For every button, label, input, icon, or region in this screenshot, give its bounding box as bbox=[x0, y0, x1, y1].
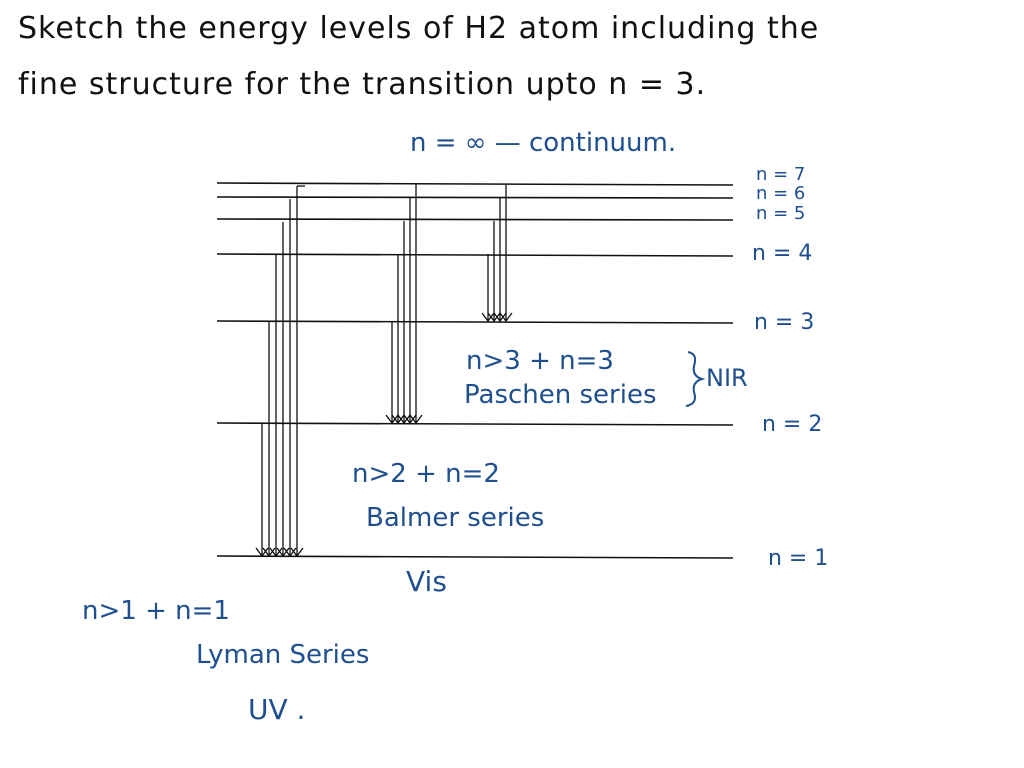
level-label-n6: n = 6 bbox=[756, 183, 806, 204]
level-line-n6 bbox=[216, 196, 734, 199]
level-line-n1 bbox=[216, 555, 734, 559]
balmer-region-label: Vis bbox=[406, 565, 447, 598]
paschen-series-label: Paschen series bbox=[464, 380, 657, 410]
level-line-n7 bbox=[216, 182, 734, 186]
level-label-n2: n = 2 bbox=[762, 412, 823, 437]
level-label-n4: n = 4 bbox=[752, 241, 813, 266]
balmer-series-label: Balmer series bbox=[366, 503, 545, 533]
lyman-series-label: Lyman Series bbox=[196, 640, 370, 670]
balmer-arrows bbox=[385, 184, 423, 425]
lyman-rule: n>1 + n=1 bbox=[82, 596, 230, 626]
level-line-n5 bbox=[216, 218, 734, 221]
paschen-arrows bbox=[481, 185, 513, 323]
level-label-n1: n = 1 bbox=[768, 546, 829, 571]
level-label-n3: n = 3 bbox=[754, 310, 815, 335]
paschen-region-label: NIR bbox=[706, 364, 748, 392]
balmer-rule: n>2 + n=2 bbox=[352, 459, 500, 489]
level-line-n2 bbox=[216, 422, 734, 426]
lyman-region-label: UV . bbox=[248, 693, 306, 726]
paschen-brace bbox=[685, 351, 706, 407]
paschen-rule: n>3 + n=3 bbox=[466, 346, 614, 376]
level-line-n4 bbox=[216, 253, 734, 257]
question-line-2: fine structure for the transition upto n… bbox=[18, 67, 707, 102]
level-label-n5: n = 5 bbox=[756, 203, 806, 224]
lyman-arrows bbox=[255, 185, 305, 558]
level-label-n7: n = 7 bbox=[756, 164, 806, 185]
level-line-n3 bbox=[216, 320, 734, 324]
question-line-1: Sketch the energy levels of H2 atom incl… bbox=[18, 11, 820, 46]
continuum-label: n = ∞ — continuum. bbox=[410, 128, 677, 158]
